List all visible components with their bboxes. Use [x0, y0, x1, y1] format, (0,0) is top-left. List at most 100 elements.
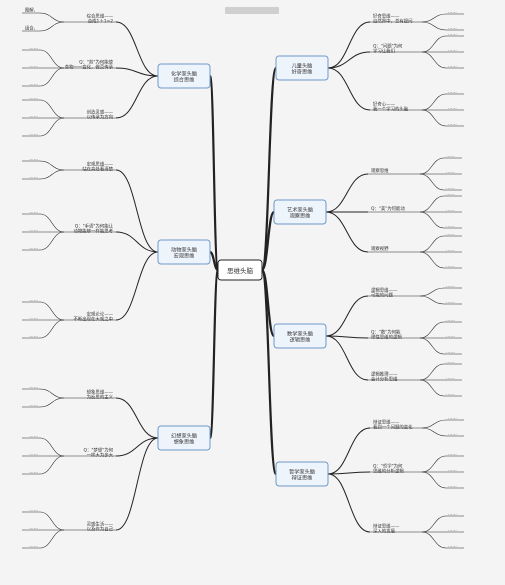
sub-node-label: Q："手语"为何能让动物能够一样能思考	[73, 222, 113, 234]
sub-node-label: 灵感生活——以及作为自己	[87, 520, 114, 532]
leaf-label: ……	[448, 452, 457, 457]
connector-leaf	[39, 169, 65, 180]
leaf-label: ……	[448, 64, 457, 69]
leaf-label: ……	[446, 232, 455, 237]
leaf-label: ……	[29, 64, 38, 69]
leaf-label: ……	[29, 228, 38, 233]
leaf-label: ……	[448, 48, 457, 53]
sub-node-label: 观察视野	[371, 245, 389, 252]
leaf-label: ……	[446, 264, 455, 269]
leaf-label: ……	[29, 157, 38, 162]
connector-leaf	[421, 515, 447, 533]
leaf-label: ……	[29, 46, 38, 51]
connector-sub	[115, 169, 159, 253]
sub-node-label: 逻辑思维——可能的问题	[371, 286, 398, 298]
leaf-label: ……	[29, 544, 38, 549]
leaf-label: ……	[446, 350, 455, 355]
connector-leaf	[421, 51, 447, 69]
header-bar	[225, 7, 279, 14]
connector-main	[208, 268, 220, 440]
leaf-label: ……	[29, 508, 38, 513]
leaf-label: ……	[29, 298, 38, 303]
connector-leaf	[421, 531, 447, 549]
connector-sub	[115, 75, 159, 119]
connector-sub	[327, 51, 371, 69]
leaf-label: ……	[448, 26, 457, 31]
connector-leaf	[419, 321, 445, 339]
leaf-label: ……	[446, 284, 455, 289]
sub-node-label: 想象思维——为反思的主义	[87, 388, 114, 400]
connector-sub	[325, 335, 369, 339]
connector-leaf	[39, 388, 65, 399]
leaf-label: ……	[29, 452, 38, 457]
branch-node	[157, 63, 211, 89]
connector-sub	[327, 471, 371, 475]
branch-node-label: 幻想家头脑想象思维	[171, 431, 197, 445]
sub-node-label: 好奇思维——自然界中，总有提问	[373, 12, 413, 24]
leaf-label: ……	[446, 300, 455, 305]
connector-sub	[115, 251, 159, 321]
connector-leaf	[419, 157, 445, 175]
connector-leaf	[419, 287, 445, 297]
connector-leaf	[421, 21, 447, 31]
leaf-label: ……	[29, 334, 38, 339]
connector-sub	[115, 21, 159, 77]
connector-sub	[327, 427, 371, 475]
leaf-label: ……	[448, 528, 457, 533]
center-node-label: 思维头脑	[227, 266, 254, 275]
connector-sub	[115, 437, 159, 531]
connector-main	[208, 74, 220, 272]
leaf-label: 组合、	[25, 25, 38, 32]
leaf-label: ……	[446, 392, 455, 397]
connector-leaf	[419, 173, 445, 191]
leaf-label: ……	[29, 175, 38, 180]
sub-node-label: 宏观论论——不断出现在大观之中	[73, 310, 113, 322]
leaf-label: ……	[446, 170, 455, 175]
connector-leaf	[39, 301, 65, 321]
connector-leaf	[39, 99, 65, 119]
connector-leaf	[39, 117, 65, 137]
connector-sub	[325, 211, 369, 253]
connector-leaf	[39, 21, 65, 32]
connector-leaf	[421, 93, 447, 111]
connector-leaf	[39, 67, 65, 87]
leaf-label: ……	[448, 10, 457, 15]
connector-leaf	[39, 231, 65, 251]
connector-leaf	[39, 397, 65, 408]
leaf-label: ……	[448, 32, 457, 37]
connector-leaf	[39, 511, 65, 531]
sub-node-label: 观察思维	[371, 167, 389, 174]
leaf-label: ……	[448, 106, 457, 111]
connector-leaf	[39, 319, 65, 339]
connector-sub	[115, 67, 159, 77]
branch-node-label: 化学家头脑综合思维	[171, 69, 197, 83]
connector-leaf	[419, 251, 445, 269]
sub-node-label: 综合思维——合成1＋1>2	[87, 12, 114, 24]
branch-node-label: 艺术家头脑观察思维	[287, 205, 313, 219]
sub-node-label: Q："梦想"为何一样大为多大	[84, 446, 114, 458]
branch-node-label: 儿童头脑好奇思维	[292, 61, 313, 75]
leaf-label: ……	[29, 526, 38, 531]
branch-node-label: 哲学家头脑辩证思维	[289, 467, 315, 481]
connector-main	[260, 66, 278, 272]
leaf-label: ……	[29, 210, 38, 215]
sub-node-label: Q："哲学"为何思维的分析逻辑	[373, 462, 404, 474]
sub-node-label: 辩证思维——深入的发展	[373, 522, 400, 534]
leaf-label: ……	[29, 246, 38, 251]
leaf-label: ……	[448, 122, 457, 127]
leaf-label: ……	[448, 432, 457, 437]
sub-node-label: 辩证思维——看到一个问题的变化	[373, 418, 413, 430]
connector-leaf	[39, 529, 65, 549]
connector-leaf	[419, 235, 445, 253]
connector-leaf	[39, 437, 65, 457]
connector-leaf	[39, 49, 65, 69]
connector-sub	[325, 335, 369, 381]
leaf-label: ……	[448, 512, 457, 517]
connector-leaf	[421, 471, 447, 489]
leaf-label: ……	[448, 468, 457, 473]
connector-leaf	[39, 213, 65, 233]
leaf-label: ……	[29, 114, 38, 119]
connector-leaf	[39, 455, 65, 475]
branch-node	[273, 199, 327, 225]
leaf-label: ……	[29, 403, 38, 408]
